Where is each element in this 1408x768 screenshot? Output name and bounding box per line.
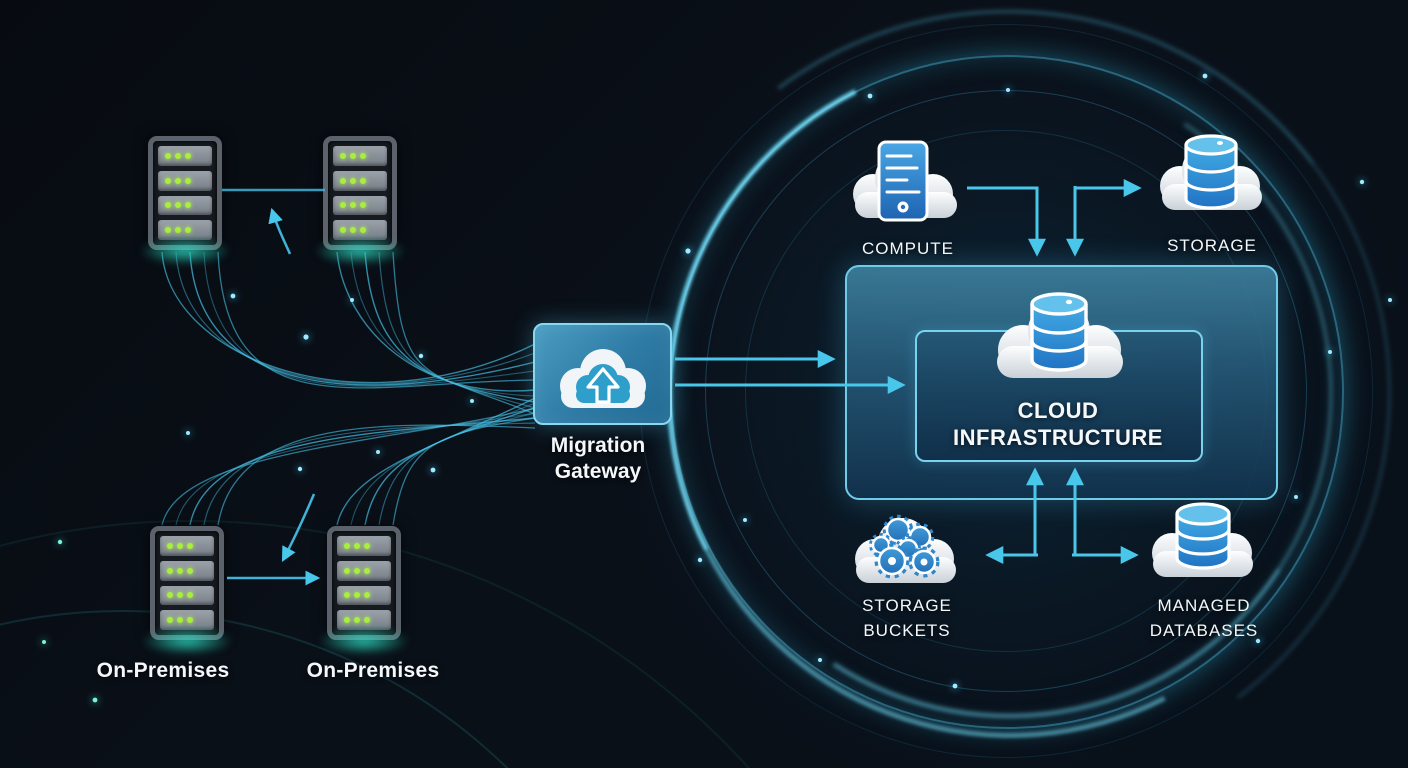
rack-slot bbox=[333, 220, 387, 240]
gateway-label-line2: Gateway bbox=[554, 460, 642, 483]
managed-databases-label: MANAGED DATABASES bbox=[1119, 593, 1289, 643]
cloud-database-icon bbox=[997, 292, 1123, 378]
infrastructure-label-line2: INFRASTRUCTURE bbox=[953, 425, 1163, 450]
gateway-label-line1: Migration bbox=[550, 434, 646, 457]
cloud-infrastructure-label: CLOUD INFRASTRUCTURE bbox=[933, 397, 1183, 451]
cloud-gears-icon bbox=[855, 514, 956, 583]
server-rack bbox=[148, 136, 222, 250]
rack-slot bbox=[160, 585, 214, 606]
storage-buckets-label: STORAGE BUCKETS bbox=[822, 593, 992, 643]
rack-slot bbox=[160, 610, 214, 630]
rack-slot bbox=[158, 170, 212, 191]
cloud-infrastructure-box bbox=[915, 330, 1203, 462]
rack-slot bbox=[158, 220, 212, 240]
rack-slot bbox=[337, 585, 391, 606]
rack-slot bbox=[158, 146, 212, 166]
cloud-database-icon bbox=[1152, 502, 1253, 577]
storage-label: STORAGE bbox=[1167, 236, 1257, 255]
server-rack bbox=[150, 526, 224, 640]
cloud-server-icon bbox=[853, 140, 957, 222]
rack-slot bbox=[333, 170, 387, 191]
migration-gateway-label: Migration Gateway bbox=[513, 433, 683, 485]
arrow-down-between-racks bbox=[281, 493, 316, 562]
infrastructure-label-line1: CLOUD bbox=[1017, 398, 1099, 423]
managed-databases-line1: MANAGED bbox=[1157, 596, 1251, 615]
rack-slot bbox=[337, 536, 391, 556]
arrow-compute-to-cloud bbox=[967, 186, 1046, 257]
storage-buckets-line2: BUCKETS bbox=[863, 621, 951, 640]
rack-slot bbox=[337, 610, 391, 630]
compute-label: COMPUTE bbox=[862, 239, 954, 258]
on-premises-label-2: On-Premises bbox=[306, 659, 440, 682]
rack-slot bbox=[333, 195, 387, 216]
cloud-upload-icon bbox=[560, 349, 646, 408]
cloud-database-icon bbox=[1160, 134, 1262, 210]
arrow-up-between-racks bbox=[268, 207, 292, 255]
storage-buckets-line1: STORAGE bbox=[862, 596, 952, 615]
server-rack bbox=[323, 136, 397, 250]
managed-databases-line2: DATABASES bbox=[1149, 621, 1259, 640]
rack-slot bbox=[160, 536, 214, 556]
on-premises-label-1: On-Premises bbox=[96, 659, 230, 682]
migration-gateway-box bbox=[533, 323, 672, 425]
rack-slot bbox=[160, 560, 214, 581]
rack-slot bbox=[158, 195, 212, 216]
gear-cluster bbox=[869, 514, 940, 579]
glow-particles bbox=[42, 73, 1392, 703]
rack-slot bbox=[333, 146, 387, 166]
rack-slot bbox=[337, 560, 391, 581]
